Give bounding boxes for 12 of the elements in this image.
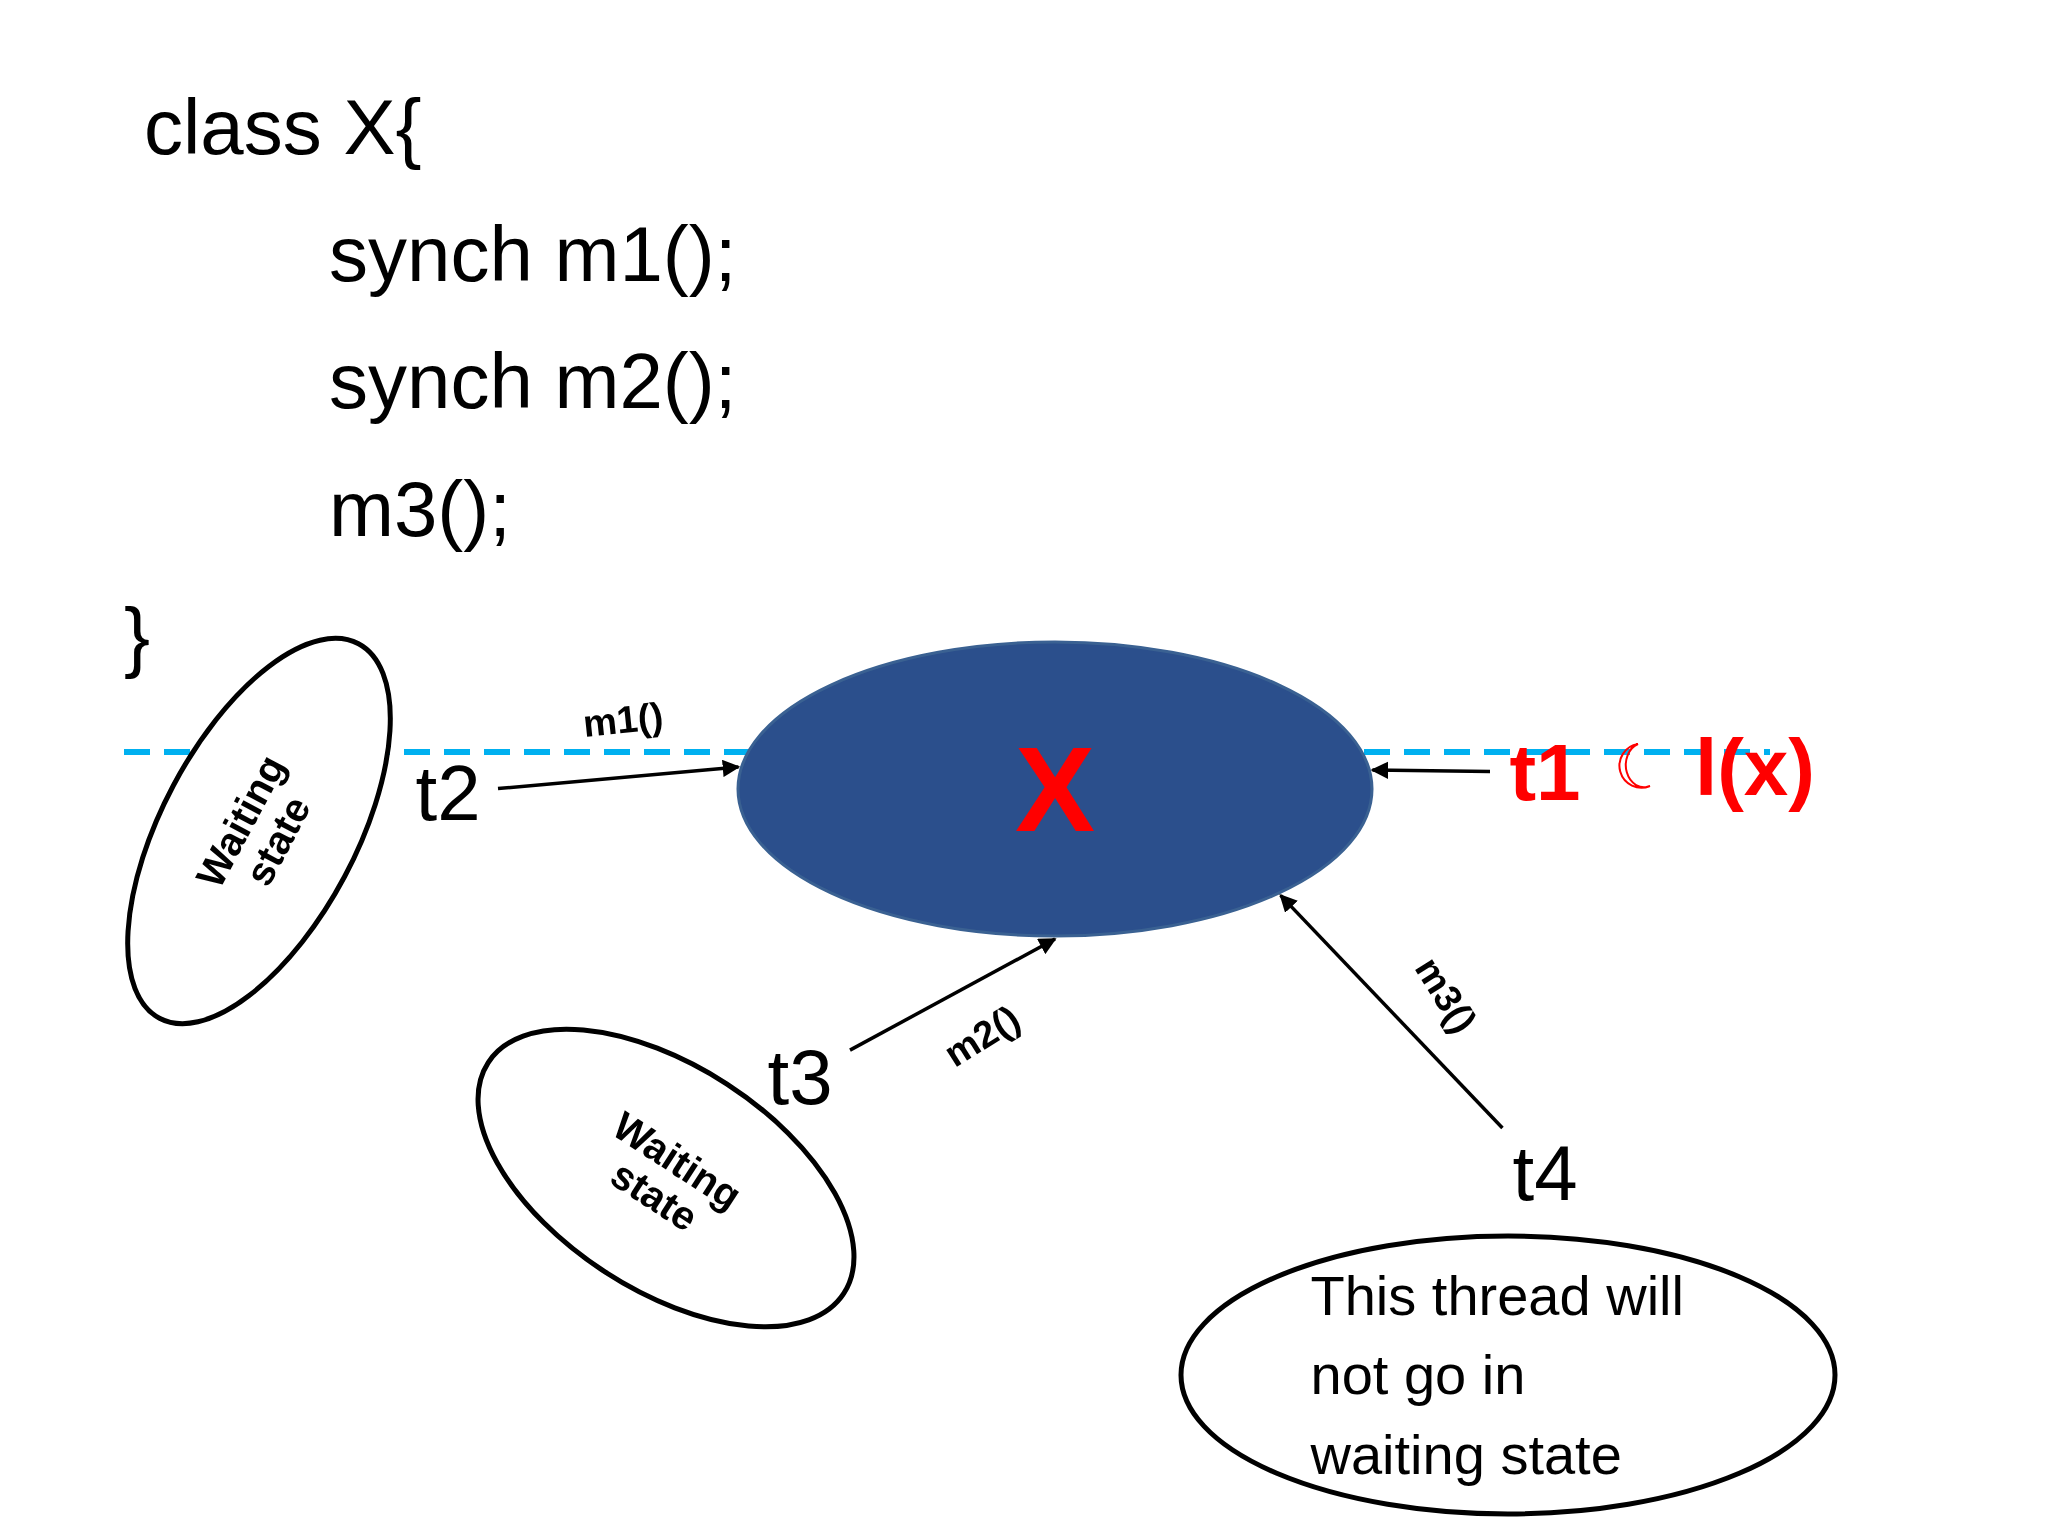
arrow xyxy=(849,937,1057,1052)
thread-label: t4 xyxy=(1512,1134,1578,1212)
arrow xyxy=(497,759,741,791)
object-ellipse xyxy=(735,639,1375,939)
object-name: X xyxy=(1013,729,1096,849)
arrow xyxy=(1370,761,1491,779)
note-ellipse xyxy=(1178,1233,1838,1517)
thread-label: t1 xyxy=(1509,733,1581,813)
arrow xyxy=(1279,894,1504,1130)
thread-label: t2 xyxy=(415,754,481,832)
thread-label: t3 xyxy=(767,1038,833,1116)
state-text: This thread will not go in waiting state xyxy=(1310,1262,1685,1488)
